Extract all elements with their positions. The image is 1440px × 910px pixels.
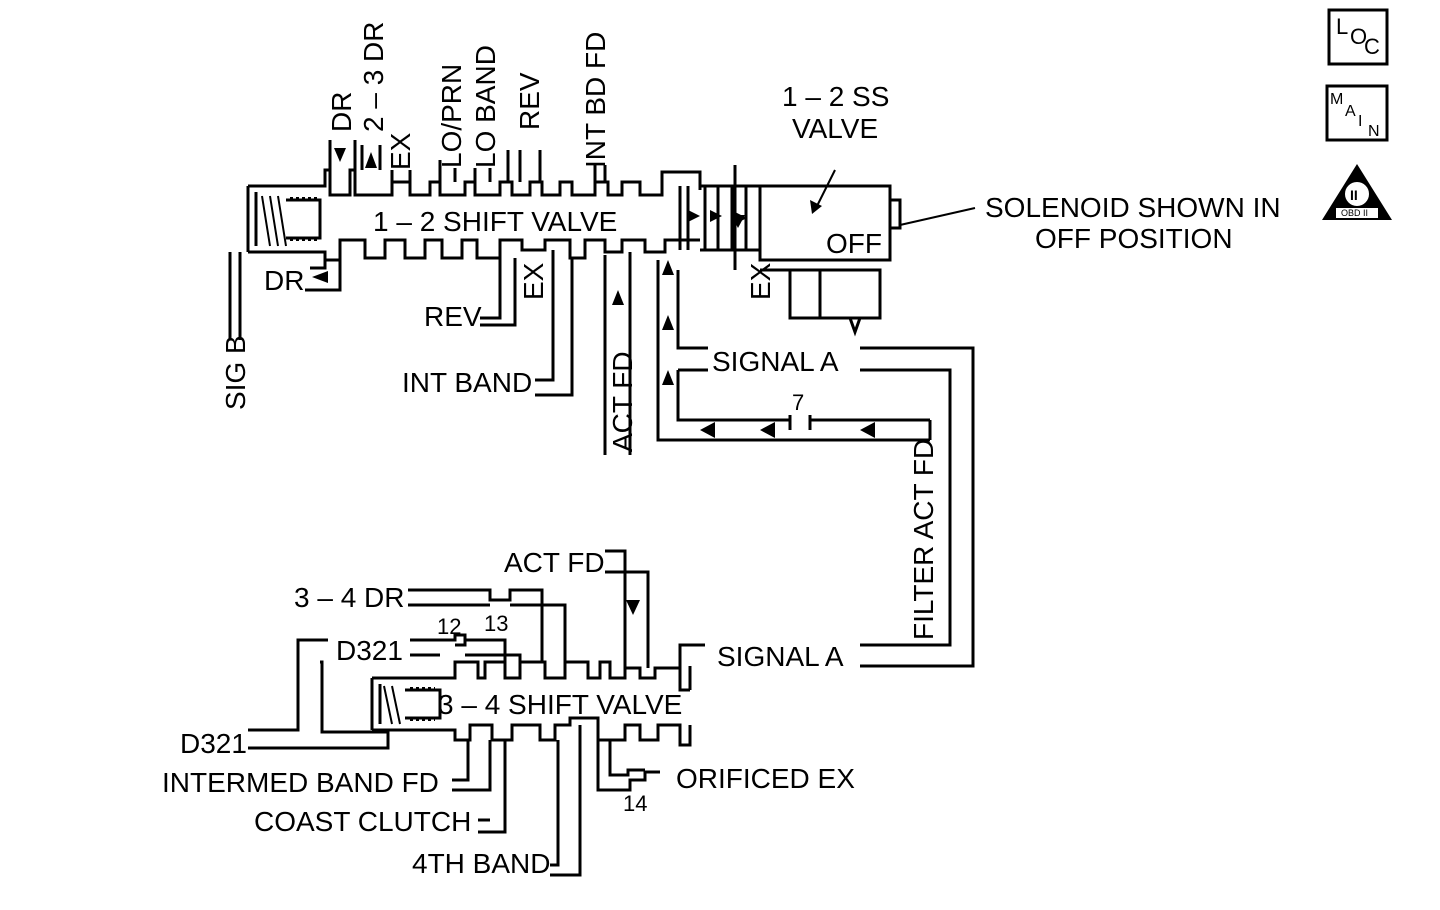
solenoid-note-line2: OFF POSITION (1035, 223, 1233, 254)
label-orificed-ex: ORIFICED EX (676, 763, 855, 794)
solenoid-note-line1: SOLENOID SHOWN IN (985, 192, 1281, 223)
valve-1-2-top-passages (328, 140, 607, 182)
valve-3-4-body (370, 660, 692, 747)
label-lo-prn: LO/PRN (436, 64, 467, 168)
solenoid-1-2-ss (731, 165, 976, 337)
label-lo-band: LO BAND (470, 45, 501, 168)
valve-1-2-title: 1 – 2 SHIFT VALVE (373, 206, 617, 237)
solenoid-state: OFF (826, 228, 882, 259)
label-rev-top: REV (514, 72, 545, 130)
label-2-3-dr: 2 – 3 DR (358, 22, 389, 133)
valve-3-4-passages (248, 549, 705, 877)
solenoid-title-line2: VALVE (792, 113, 878, 144)
valve-1-2-bottom-passages (228, 250, 930, 455)
svg-text:OBD II: OBD II (1341, 208, 1368, 218)
label-sig-b: SIG B (220, 335, 251, 410)
signal-a-passage (860, 346, 975, 668)
filter-arrow-left-2 (760, 422, 775, 438)
label-orifice-13: 13 (484, 611, 508, 636)
obd-ii-icon: II OBD II (1322, 164, 1392, 220)
filter-arrow-left-3 (860, 422, 875, 438)
solenoid-ex: EX (745, 262, 776, 300)
label-ex-top: EX (385, 132, 416, 170)
label-signal-a-upper: SIGNAL A (712, 346, 839, 377)
svg-text:II: II (1350, 187, 1358, 203)
label-filter-act-fd: FILTER ACT FD (908, 439, 939, 640)
valve-1-2-body (246, 168, 760, 262)
label-3-4-dr: 3 – 4 DR (294, 582, 405, 613)
label-signal-a-lower: SIGNAL A (717, 641, 844, 672)
label-act-fd-upper: ACT FD (607, 351, 638, 452)
solenoid-title-line1: 1 – 2 SS (782, 81, 889, 112)
ex-arrow-down (731, 215, 745, 228)
svg-text:C: C (1364, 34, 1380, 59)
svg-text:M: M (1330, 91, 1343, 108)
label-rev-bottom: REV (424, 301, 482, 332)
main-icon: M A I N (1325, 84, 1389, 142)
label-act-fd-lower: ACT FD (504, 547, 605, 578)
valve-3-4-title: 3 – 4 SHIFT VALVE (438, 689, 682, 720)
signal-a-arrow-up-1 (662, 260, 674, 275)
svg-text:L: L (1336, 14, 1348, 39)
label-coast-clutch: COAST CLUTCH (254, 806, 471, 837)
label-orifice-14: 14 (623, 791, 647, 816)
label-intermed-band-fd: INTERMED BAND FD (162, 767, 439, 798)
act-fd-arrow-down (626, 600, 640, 615)
dr23-arrow-up (365, 152, 377, 168)
label-d321-top: D321 (336, 635, 403, 666)
loc-icon: L O C (1327, 8, 1389, 66)
label-dr-top: DR (326, 92, 357, 132)
label-int-band: INT BAND (402, 367, 532, 398)
label-ex-bottom: EX (518, 262, 549, 300)
signal-a-arrow-up-3 (662, 370, 674, 385)
label-int-bd-fd: INT BD FD (580, 32, 611, 168)
label-d321-left: D321 (180, 728, 247, 759)
act-fd-arrow-up (612, 290, 624, 305)
label-orifice-12: 12 (437, 614, 461, 639)
dr-arrow-down (334, 148, 346, 162)
svg-text:N: N (1368, 123, 1380, 140)
label-4th-band: 4TH BAND (412, 848, 550, 879)
svg-text:I: I (1358, 113, 1362, 130)
label-dr-bottom: DR (264, 265, 304, 296)
dr-bottom-arrow (312, 271, 328, 283)
signal-a-arrow-up-2 (662, 315, 674, 330)
label-orifice-7: 7 (792, 390, 804, 415)
filter-arrow-left-1 (700, 422, 715, 438)
svg-text:O: O (1350, 24, 1367, 49)
svg-text:A: A (1345, 103, 1356, 120)
